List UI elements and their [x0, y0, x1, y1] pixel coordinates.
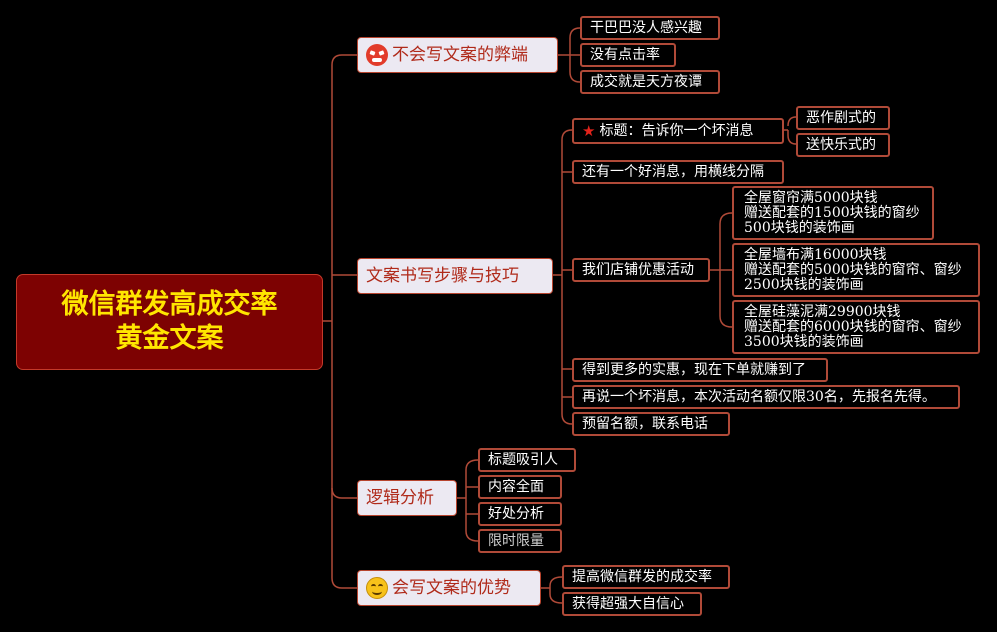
- connector-root-branch1: [331, 54, 357, 321]
- offer-wallcloth-line1: 全屋墙布满16000块钱: [744, 247, 887, 263]
- step-good-news[interactable]: 还有一个好消息，用横线分隔: [572, 160, 784, 184]
- branch-logic-analysis[interactable]: 逻辑分析: [357, 480, 457, 516]
- connector-branch1-children: [558, 27, 581, 83]
- title-style-joy-label: 送快乐式的: [806, 137, 876, 153]
- branch-cons-label: 不会写文案的弊端: [392, 45, 528, 65]
- title-style-prank[interactable]: 恶作剧式的: [796, 106, 890, 130]
- cons-item-boring[interactable]: 干巴巴没人感兴趣: [580, 16, 720, 40]
- offer-curtains-line3: 500块钱的装饰画: [744, 220, 855, 236]
- logic-item-title-label: 标题吸引人: [488, 452, 558, 468]
- pros-item-conversion[interactable]: 提高微信群发的成交率: [562, 565, 730, 589]
- step-more-benefits-label: 得到更多的实惠，现在下单就赚到了: [582, 362, 806, 378]
- angry-face-icon: [366, 44, 388, 66]
- branch-cons-of-bad-copy[interactable]: 不会写文案的弊端: [357, 37, 558, 73]
- title-style-joy[interactable]: 送快乐式的: [796, 133, 890, 157]
- connector-branch4-children: [541, 576, 563, 604]
- red-star-icon: ★: [582, 122, 596, 140]
- pros-item-confidence[interactable]: 获得超强大自信心: [562, 592, 702, 616]
- connector-root-branch4: [331, 488, 357, 589]
- branch-steps-label: 文案书写步骤与技巧: [366, 266, 519, 286]
- step-store-promo-label: 我们店铺优惠活动: [582, 262, 694, 278]
- step-title-label: 标题：告诉你一个坏消息: [599, 123, 754, 139]
- step-limited-slots-label: 再说一个坏消息，本次活动名额仅限30名，先报名先得。: [582, 389, 936, 405]
- pros-item-confidence-label: 获得超强大自信心: [572, 596, 684, 612]
- step-store-promo[interactable]: 我们店铺优惠活动: [572, 258, 710, 282]
- root-node[interactable]: 微信群发高成交率 黄金文案: [16, 274, 323, 370]
- offer-wallcloth-line2: 赠送配套的5000块钱的窗帘、窗纱: [744, 262, 962, 278]
- title-style-prank-label: 恶作剧式的: [806, 110, 876, 126]
- root-title-line1: 微信群发高成交率: [61, 289, 278, 320]
- step-more-benefits[interactable]: 得到更多的实惠，现在下单就赚到了: [572, 358, 828, 382]
- promo-offer-diatom-mud[interactable]: 全屋硅藻泥满29900块钱 赠送配套的6000块钱的窗帘、窗纱 3500块钱的装…: [732, 300, 980, 354]
- connector-branch2-spine: [553, 129, 573, 425]
- connector-root-branch3: [331, 321, 357, 499]
- logic-item-benefits[interactable]: 好处分析: [478, 502, 562, 526]
- smiling-face-icon: [366, 577, 388, 599]
- offer-diatom-line1: 全屋硅藻泥满29900块钱: [744, 304, 901, 320]
- step-reserve-contact[interactable]: 预留名额，联系电话: [572, 412, 730, 436]
- offer-wallcloth-line3: 2500块钱的装饰画: [744, 277, 864, 293]
- connector-branch3-children: [457, 459, 479, 542]
- step-reserve-contact-label: 预留名额，联系电话: [582, 416, 708, 432]
- promo-offer-curtains[interactable]: 全屋窗帘满5000块钱 赠送配套的1500块钱的窗纱 500块钱的装饰画: [732, 186, 934, 240]
- step-limited-slots[interactable]: 再说一个坏消息，本次活动名额仅限30名，先报名先得。: [572, 385, 960, 409]
- cons-item-no-deals[interactable]: 成交就是天方夜谭: [580, 70, 720, 94]
- cons-item-no-deals-label: 成交就是天方夜谭: [590, 74, 702, 90]
- logic-item-benefits-label: 好处分析: [488, 506, 544, 522]
- logic-item-content[interactable]: 内容全面: [478, 475, 562, 499]
- logic-item-content-label: 内容全面: [488, 479, 544, 495]
- branch-logic-label: 逻辑分析: [366, 488, 434, 508]
- branch-writing-steps[interactable]: 文案书写步骤与技巧: [357, 258, 553, 294]
- branch-pros-of-good-copy[interactable]: 会写文案的优势: [357, 570, 541, 606]
- branch-pros-label: 会写文案的优势: [392, 578, 511, 598]
- root-title-line2: 黄金文案: [115, 323, 224, 354]
- offer-diatom-line2: 赠送配套的6000块钱的窗帘、窗纱: [744, 319, 962, 335]
- pros-item-conversion-label: 提高微信群发的成交率: [572, 569, 712, 585]
- cons-item-no-clicks[interactable]: 没有点击率: [580, 43, 676, 67]
- connector-title-children: [784, 116, 797, 145]
- logic-item-title[interactable]: 标题吸引人: [478, 448, 576, 472]
- logic-item-limited[interactable]: 限时限量: [478, 529, 562, 553]
- cons-item-boring-label: 干巴巴没人感兴趣: [590, 20, 702, 36]
- offer-diatom-line3: 3500块钱的装饰画: [744, 334, 864, 350]
- connector-promo-offers: [710, 212, 733, 328]
- promo-offer-wallcloth[interactable]: 全屋墙布满16000块钱 赠送配套的5000块钱的窗帘、窗纱 2500块钱的装饰…: [732, 243, 980, 297]
- step-title-bad-news[interactable]: ★ 标题：告诉你一个坏消息: [572, 118, 784, 144]
- logic-item-limited-label: 限时限量: [488, 533, 544, 549]
- cons-item-no-clicks-label: 没有点击率: [590, 47, 660, 63]
- offer-curtains-line1: 全屋窗帘满5000块钱: [744, 190, 878, 206]
- offer-curtains-line2: 赠送配套的1500块钱的窗纱: [744, 205, 920, 221]
- step-good-news-label: 还有一个好消息，用横线分隔: [582, 164, 764, 180]
